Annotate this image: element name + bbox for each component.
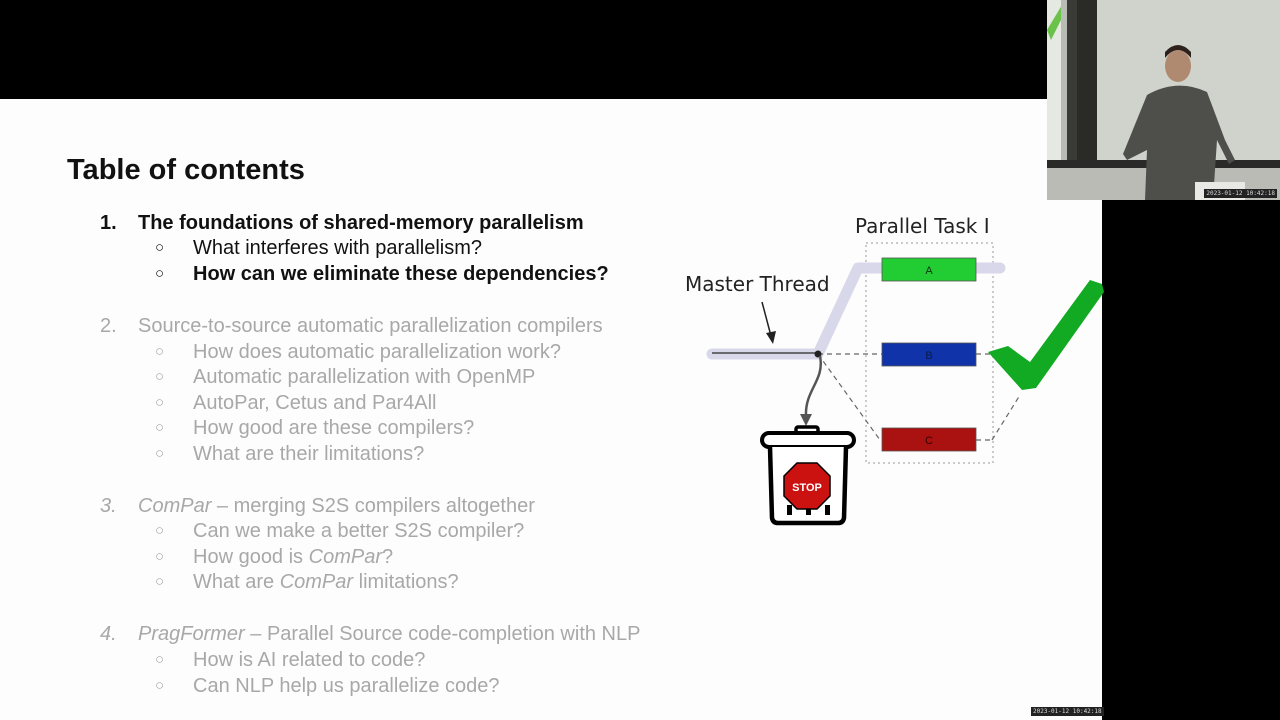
- video-timestamp: 2023-01-12 10:42:18: [1031, 707, 1104, 716]
- subitem-text: How is AI related to code?: [193, 649, 426, 671]
- task-a-bar: [881, 257, 977, 282]
- subitem-part: ?: [381, 546, 394, 568]
- checkmark-icon: [988, 280, 1104, 390]
- compar-name: ComPar: [138, 495, 212, 517]
- bullet-icon: ○: [155, 265, 165, 282]
- section-number: 1.: [100, 212, 117, 234]
- bullet-icon: ○: [155, 522, 165, 539]
- webcam-timestamp: 2023-01-12 10:42:18: [1204, 189, 1277, 198]
- section-title-rest: – merging S2S compilers altogether: [211, 495, 535, 517]
- subitem-text: Can we make a better S2S compiler?: [193, 520, 525, 542]
- slide-title: Table of contents: [67, 154, 305, 186]
- bullet-icon: ○: [155, 573, 165, 590]
- compar-name: ComPar: [308, 546, 382, 568]
- subitem-text: What interferes with parallelism?: [193, 237, 482, 259]
- subitem-part: What are: [193, 571, 280, 593]
- bullet-icon: ○: [155, 394, 165, 411]
- subitem-text: How good are these compilers?: [193, 417, 475, 439]
- webcam-feed: 2023-01-12 10:42:18: [1047, 0, 1280, 200]
- bullet-icon: ○: [155, 651, 165, 668]
- section-title: ComPar – merging S2S compilers altogethe…: [138, 494, 535, 518]
- stop-sign-icon: [783, 462, 831, 510]
- discard-arrow-head-icon: [800, 414, 812, 426]
- section-title: PragFormer – Parallel Source code-comple…: [138, 622, 640, 646]
- bullet-icon: ○: [155, 419, 165, 436]
- section-number: 3.: [100, 495, 117, 517]
- task-a-label: A: [925, 265, 933, 277]
- bullet-icon: ○: [155, 343, 165, 360]
- section-number: 4.: [100, 623, 117, 645]
- subitem-text: How good is ComPar?: [193, 545, 393, 569]
- bullet-icon: ○: [155, 445, 165, 462]
- subitem-text: How does automatic parallelization work?: [193, 341, 561, 363]
- section-title: The foundations of shared-memory paralle…: [138, 212, 584, 234]
- pragformer-name: PragFormer: [138, 623, 245, 645]
- subitem-part: limitations?: [353, 571, 459, 593]
- presenter-video: [1047, 0, 1280, 200]
- fork-point: [814, 350, 822, 358]
- section-title-rest: – Parallel Source code-completion with N…: [244, 623, 641, 645]
- subitem-text: Can NLP help us parallelize code?: [193, 675, 500, 697]
- bullet-icon: ○: [155, 368, 165, 385]
- subitem-part: How good is: [193, 546, 309, 568]
- master-thread-arrow: [761, 301, 772, 337]
- subitem-text: Automatic parallelization with OpenMP: [193, 366, 536, 388]
- master-thread-label: Master Thread: [685, 272, 830, 296]
- compar-name: ComPar: [279, 571, 354, 593]
- task-b-bar: [881, 342, 977, 367]
- bullet-icon: ○: [155, 239, 165, 256]
- discard-arrow: [804, 355, 823, 416]
- subitem-text: What are their limitations?: [193, 443, 425, 465]
- parallel-task-label: Parallel Task I: [855, 214, 990, 238]
- section-number: 2.: [100, 315, 117, 337]
- subitem-text: AutoPar, Cetus and Par4All: [193, 392, 437, 414]
- subitem-text: How can we eliminate these dependencies?: [193, 263, 609, 285]
- bullet-icon: ○: [155, 677, 165, 694]
- subitem-text: What are ComPar limitations?: [193, 570, 459, 594]
- section-title: Source-to-source automatic parallelizati…: [138, 315, 603, 337]
- task-c-label: C: [925, 435, 933, 447]
- slide: [0, 99, 1102, 720]
- arrow-head-icon: [766, 331, 776, 344]
- task-b-label: B: [925, 350, 932, 362]
- task-c-bar: [881, 427, 977, 452]
- bullet-icon: ○: [155, 548, 165, 565]
- stop-label: STOP: [792, 482, 822, 494]
